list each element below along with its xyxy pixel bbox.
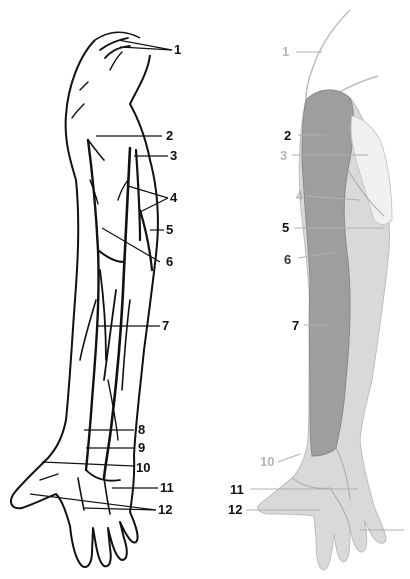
left-panel-vein-diagram: 1 2 3 4 5 6 7 8 9 10 11 12 [11, 32, 181, 567]
right-labels: 1 2 3 4 5 6 7 10 11 12 [228, 44, 304, 517]
left-shoulder-contour [95, 32, 140, 40]
right-label-12: 12 [228, 502, 242, 517]
left-label-5: 5 [166, 222, 173, 237]
right-shoulder-contour [336, 76, 378, 94]
left-label-3: 3 [170, 148, 177, 163]
right-label-4: 4 [296, 188, 304, 203]
left-label-11: 11 [160, 480, 174, 495]
left-label-1: 1 [174, 42, 181, 57]
right-panel-territory-diagram: 1 2 3 4 5 6 7 10 11 12 [228, 10, 404, 570]
right-label-1: 1 [282, 44, 289, 59]
right-label-7: 7 [292, 318, 299, 333]
right-label-10: 10 [260, 454, 274, 469]
right-label-6: 6 [284, 252, 291, 267]
right-label-2: 2 [284, 128, 291, 143]
left-label-2: 2 [166, 128, 173, 143]
left-label-12: 12 [158, 502, 172, 517]
left-label-6: 6 [166, 254, 173, 269]
left-label-4: 4 [170, 190, 178, 205]
left-label-7: 7 [162, 318, 169, 333]
left-label-9: 9 [138, 440, 145, 455]
right-label-11: 11 [230, 482, 244, 497]
left-labels: 1 2 3 4 5 6 7 8 9 10 11 12 [136, 42, 181, 517]
right-neck-contour [306, 10, 350, 100]
right-label-5: 5 [282, 220, 289, 235]
left-label-10: 10 [136, 460, 150, 475]
right-label-3: 3 [280, 148, 287, 163]
left-label-8: 8 [138, 422, 145, 437]
